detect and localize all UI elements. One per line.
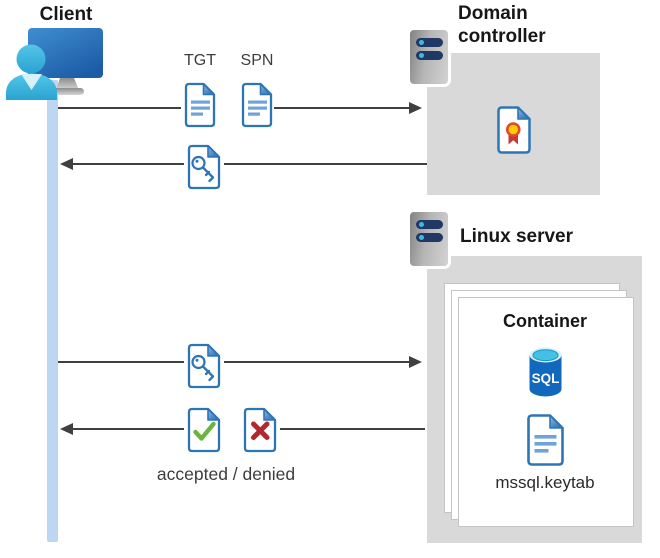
- sql-badge-text: SQL: [532, 371, 560, 386]
- arrow-line: [58, 361, 184, 363]
- client-lifeline: [47, 80, 58, 542]
- server-slot: [416, 220, 443, 229]
- arrow-line: [73, 428, 184, 430]
- arrow-line: [224, 163, 427, 165]
- sql-database-icon: SQL: [529, 347, 562, 397]
- user-monitor-icon: [6, 28, 103, 100]
- certificate-icon: [497, 106, 531, 154]
- domain-controller-label: Domain controller: [458, 3, 546, 47]
- key-document-icon: [187, 343, 221, 389]
- keytab-document-icon: [527, 414, 564, 466]
- accepted-denied-label: accepted / denied: [156, 464, 296, 484]
- arrow-line: [224, 361, 409, 363]
- tgt-label: TGT: [184, 52, 216, 69]
- server-slot: [416, 233, 443, 242]
- server-slot: [416, 51, 443, 60]
- linux-server-icon: [410, 212, 448, 266]
- tgt-document-icon: [184, 82, 216, 128]
- arrow-line: [58, 107, 181, 109]
- arrowhead-icon: [60, 158, 73, 170]
- container-label: Container: [502, 311, 587, 331]
- client-label: Client: [39, 4, 93, 25]
- key-document-icon: [187, 144, 221, 190]
- linux-server-label: Linux server: [460, 226, 573, 247]
- arrowhead-icon: [409, 102, 422, 114]
- arrow-line: [280, 428, 425, 430]
- spn-document-icon: [241, 82, 273, 128]
- domain-controller-server-icon: [410, 30, 448, 84]
- arrowhead-icon: [409, 356, 422, 368]
- keytab-filename-label: mssql.keytab: [495, 473, 595, 492]
- accepted-check-document-icon: [187, 407, 221, 453]
- arrow-line: [73, 163, 184, 165]
- spn-label: SPN: [240, 52, 274, 69]
- arrow-line: [274, 107, 409, 109]
- container-card-front: [458, 297, 634, 527]
- server-slot: [416, 38, 443, 47]
- denied-x-document-icon: [243, 407, 277, 453]
- arrowhead-icon: [60, 423, 73, 435]
